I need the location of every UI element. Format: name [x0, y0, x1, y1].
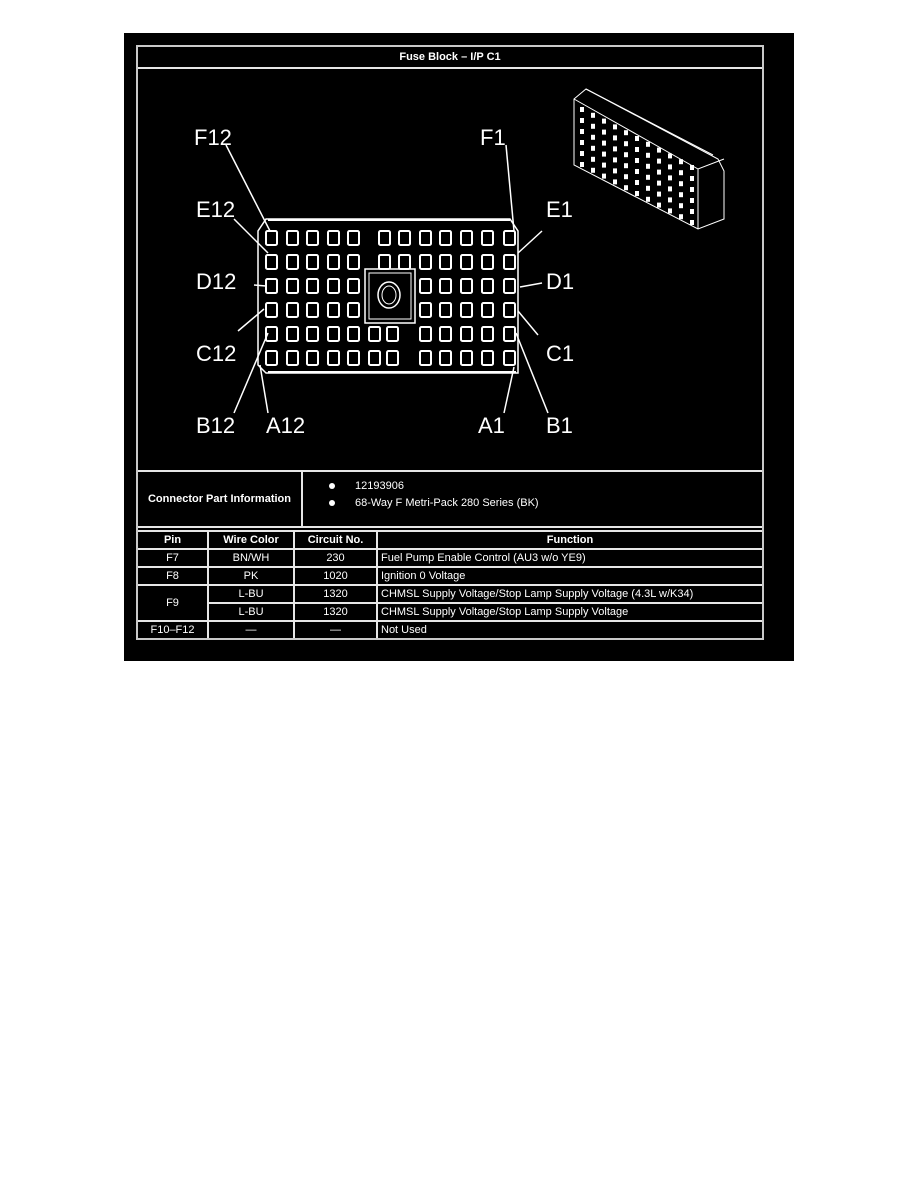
pin-label-f12: F12 [194, 125, 232, 150]
header-wire-color: Wire Color [207, 530, 295, 550]
bullet-icon [329, 482, 335, 489]
cell-function: Ignition 0 Voltage [376, 566, 762, 586]
connector-part-info-label: Connector Part Information [138, 472, 303, 526]
connector-description: 68-Way F Metri-Pack 280 Series (BK) [355, 496, 539, 509]
pin-label-e1: E1 [546, 197, 573, 222]
pin-label-a1: A1 [478, 413, 505, 438]
list-item: 12193906 [303, 477, 762, 494]
pin-label-f1: F1 [480, 125, 506, 150]
header-circuit: Circuit No. [293, 530, 378, 550]
table-row: F7 BN/WH 230 Fuel Pump Enable Control (A… [138, 548, 762, 568]
cell-function: Not Used [376, 620, 762, 638]
table-row: F8 PK 1020 Ignition 0 Voltage [138, 566, 762, 586]
cell-pin: F9 [138, 584, 209, 622]
cell-pin: F7 [138, 548, 209, 568]
table-row: L-BU 1320 CHMSL Supply Voltage/Stop Lamp… [138, 602, 762, 622]
part-number: 12193906 [355, 479, 404, 492]
cell-pin: F8 [138, 566, 209, 586]
cell-function: CHMSL Supply Voltage/Stop Lamp Supply Vo… [376, 602, 762, 622]
connector-diagram: F12 F1 E12 E1 D12 D1 C12 C1 B12 A12 A1 B… [138, 69, 762, 472]
pin-label-c1: C1 [546, 341, 575, 366]
cell-pin: F10–F12 [138, 620, 209, 638]
cell-circuit: 230 [293, 548, 378, 568]
cell-function: CHMSL Supply Voltage/Stop Lamp Supply Vo… [376, 584, 762, 604]
pin-label-d1: D1 [546, 269, 575, 294]
table-row: F9 L-BU 1320 CHMSL Supply Voltage/Stop L… [138, 584, 762, 622]
connector-face-icon [225, 88, 725, 414]
cell-wire-color: BN/WH [207, 548, 295, 568]
connector-part-info: Connector Part Information 12193906 68-W… [138, 472, 762, 528]
connector-3d-icon [573, 88, 725, 230]
pin-label-a12: A12 [266, 413, 306, 438]
list-item: 68-Way F Metri-Pack 280 Series (BK) [303, 494, 762, 511]
connector-frame: Fuse Block – I/P C1 [136, 45, 764, 640]
pinout-table: Pin Wire Color Circuit No. Function F7 B… [138, 530, 762, 638]
cell-function: Fuel Pump Enable Control (AU3 w/o YE9) [376, 548, 762, 568]
cell-circuit: 1320 [293, 584, 378, 604]
cell-wire-color: L-BU [207, 584, 295, 604]
header-function: Function [376, 530, 762, 550]
header-pin: Pin [138, 530, 209, 550]
page-title: Fuse Block – I/P C1 [138, 47, 762, 69]
cell-wire-color: PK [207, 566, 295, 586]
cell-circuit: — [293, 620, 378, 638]
connector-document: Fuse Block – I/P C1 [124, 33, 794, 661]
pin-label-d12: D12 [196, 269, 237, 294]
cell-circuit: 1020 [293, 566, 378, 586]
cell-circuit: 1320 [293, 602, 378, 622]
bullet-icon [329, 499, 335, 506]
cell-wire-color: L-BU [208, 602, 295, 622]
pin-label-c12: C12 [196, 341, 237, 366]
table-header-row: Pin Wire Color Circuit No. Function [138, 530, 762, 550]
table-row: F10–F12 — — Not Used [138, 620, 762, 638]
cell-wire-color: — [207, 620, 295, 638]
pin-label-b1: B1 [546, 413, 573, 438]
pin-label-b12: B12 [196, 413, 236, 438]
connector-part-info-list: 12193906 68-Way F Metri-Pack 280 Series … [303, 472, 762, 526]
pin-label-e12: E12 [196, 197, 236, 222]
